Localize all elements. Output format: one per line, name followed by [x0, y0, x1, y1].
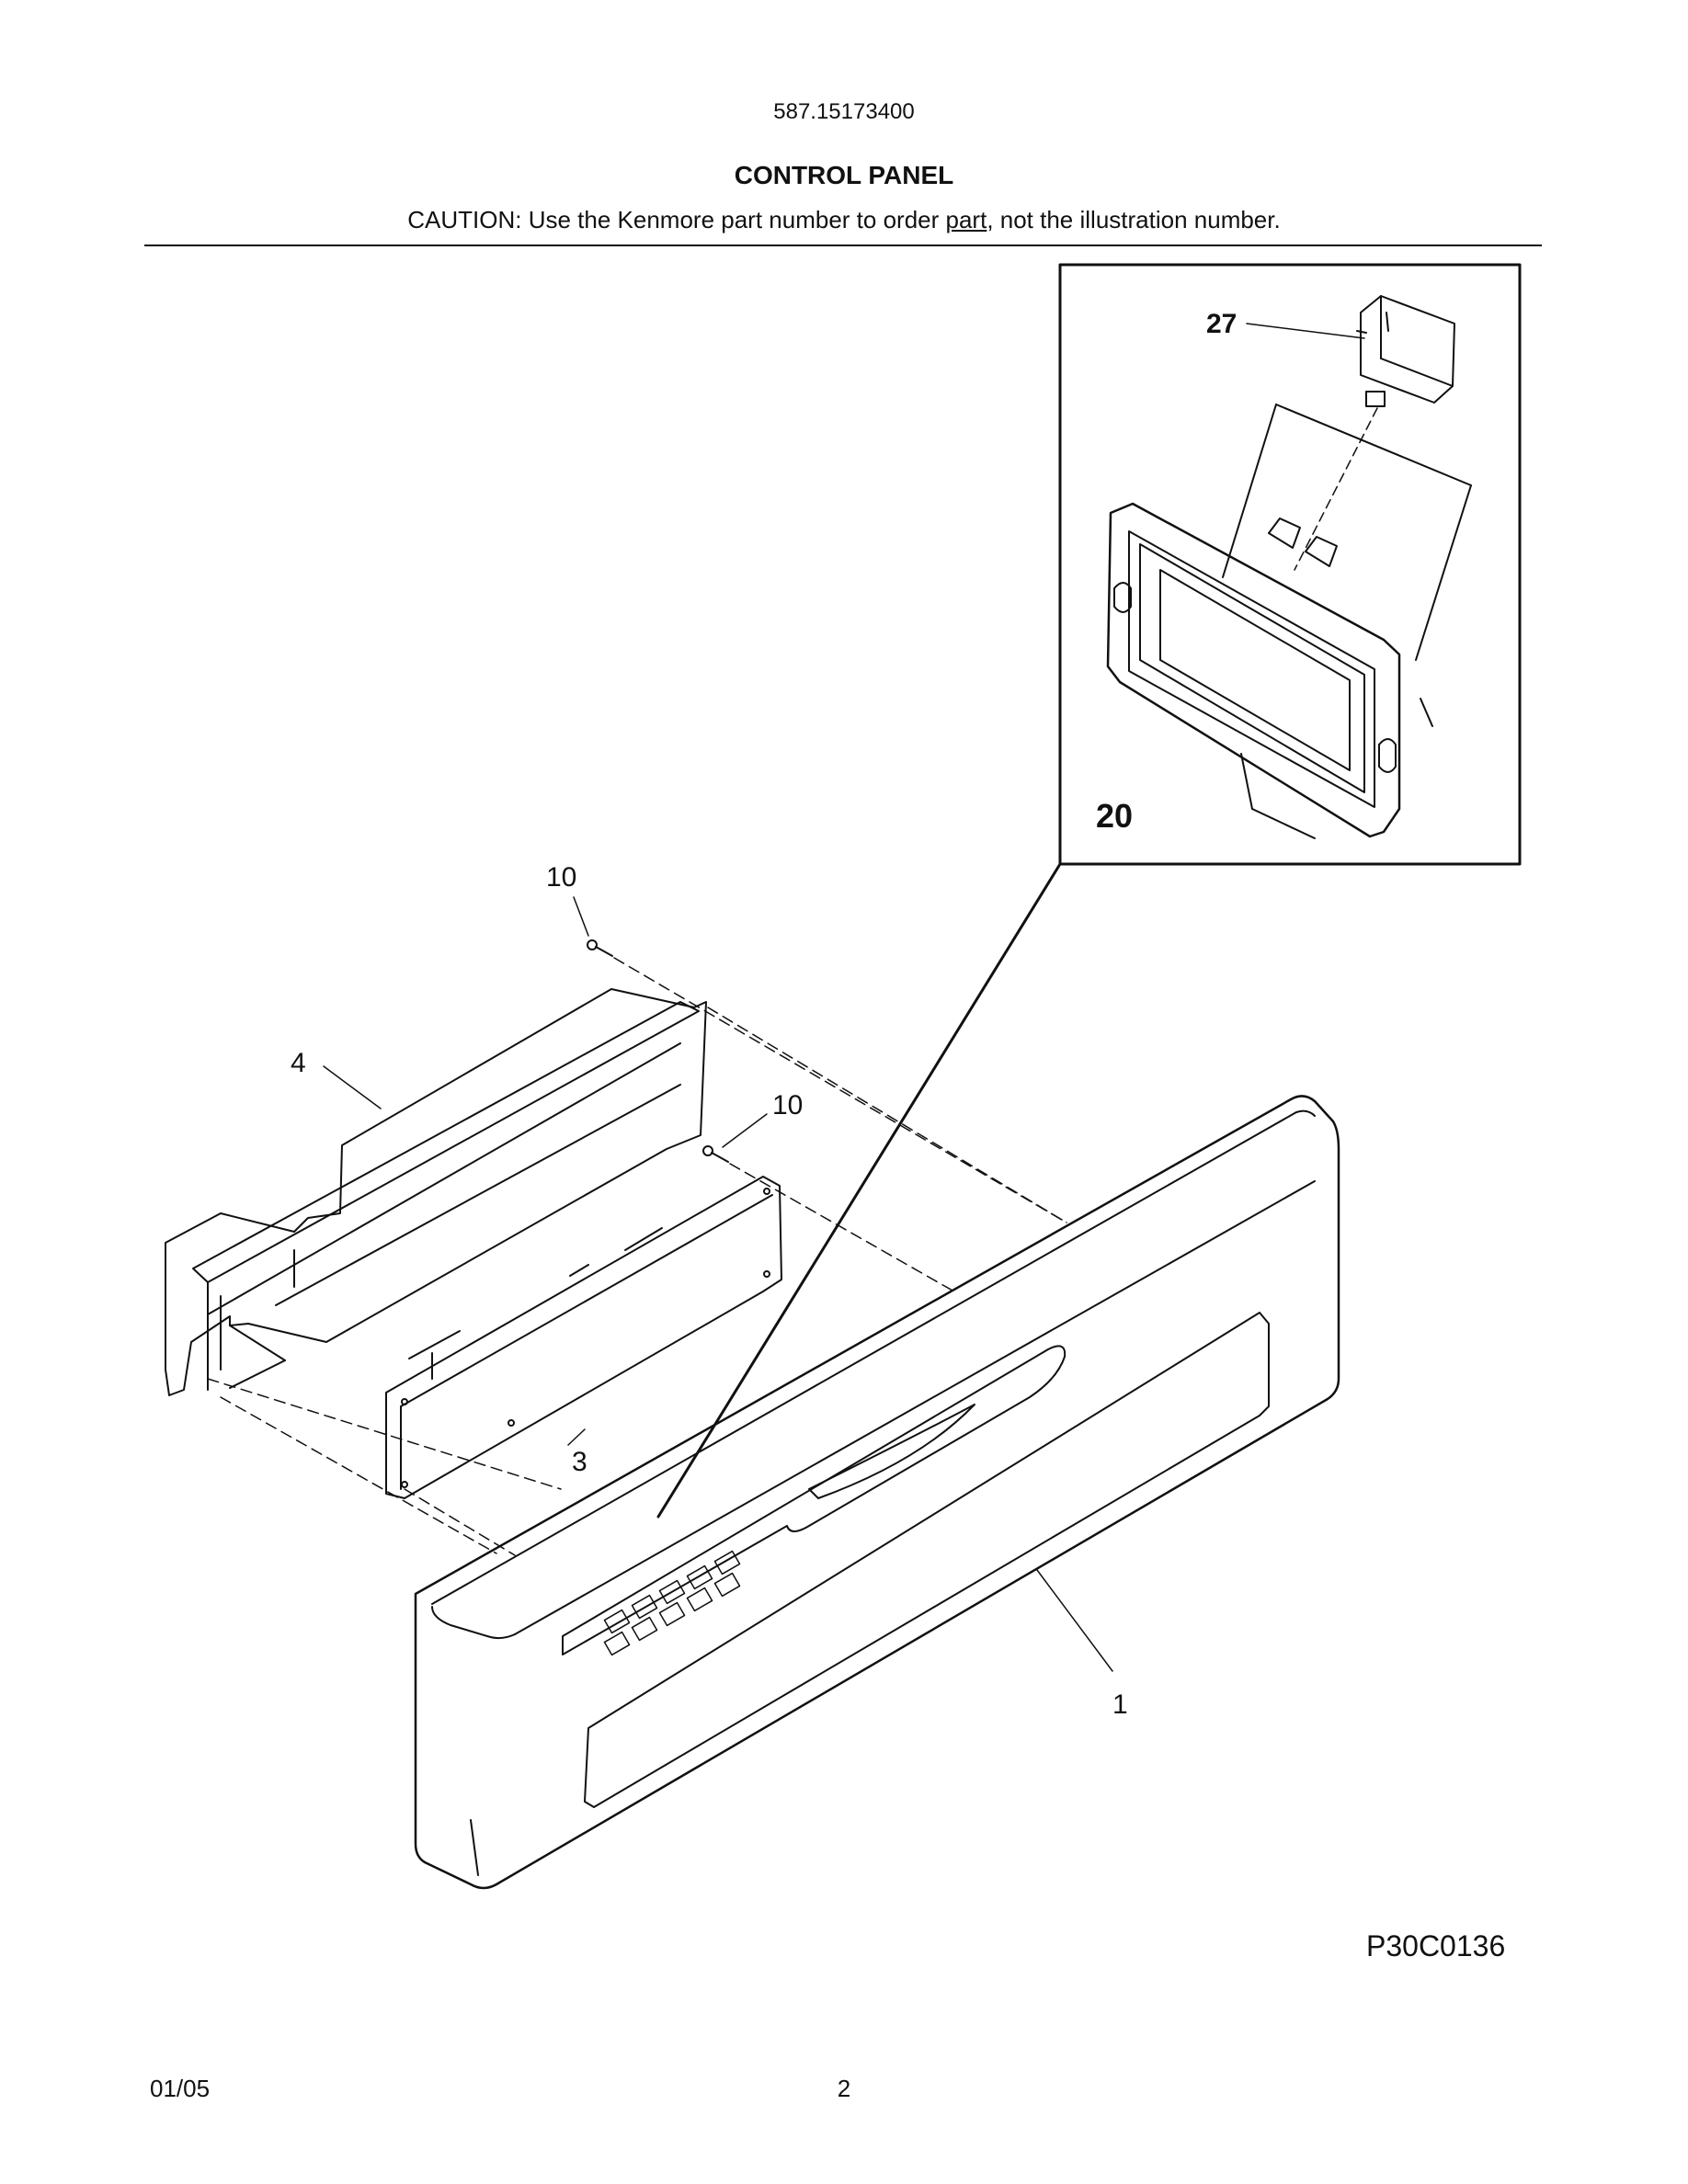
bracket-part-4 — [165, 988, 707, 1396]
leader-27 — [1246, 323, 1365, 339]
callout-1: 1 — [1112, 1689, 1128, 1720]
inset-frame — [1058, 263, 1522, 866]
leader-4 — [323, 1065, 382, 1109]
caution-suffix: , not the illustration number. — [987, 206, 1281, 233]
header-divider — [144, 245, 1542, 246]
callout-27: 27 — [1206, 309, 1237, 339]
leader-10-upper — [573, 896, 589, 937]
footer-page-number: 2 — [837, 2075, 851, 2102]
caution-prefix: CAUTION: Use the Kenmore part number to … — [407, 206, 946, 233]
callout-3: 3 — [572, 1447, 587, 1477]
caution-note: CAUTION: Use the Kenmore part number to … — [0, 206, 1688, 234]
screw-part-10-upper — [587, 939, 613, 957]
figure-id: P30C0136 — [1366, 1929, 1505, 1962]
control-panel-part-1 — [414, 1095, 1340, 1890]
page-title: CONTROL PANEL — [734, 161, 954, 189]
dispenser-housing-part-20 — [1106, 404, 1472, 839]
assembly-dashed-lines — [207, 957, 1067, 1556]
caution-underlined: part — [945, 206, 987, 233]
leader-1 — [1036, 1569, 1113, 1672]
callout-10-lower: 10 — [772, 1090, 803, 1120]
switch-part-27 — [1356, 295, 1455, 407]
keypad-buttons — [603, 1550, 741, 1656]
callout-4: 4 — [291, 1048, 306, 1078]
leader-10-lower — [722, 1113, 768, 1148]
control-board-part-3 — [385, 1176, 782, 1499]
switch-dashed-line — [1294, 407, 1378, 571]
model-number: 587.15173400 — [773, 99, 915, 124]
inset-leader-line — [656, 862, 1062, 1519]
screw-part-10-lower — [702, 1145, 729, 1163]
footer-date: 01/05 — [150, 2075, 211, 2102]
callout-10-upper: 10 — [546, 862, 576, 893]
callout-20: 20 — [1096, 797, 1133, 835]
leader-3 — [567, 1428, 586, 1446]
